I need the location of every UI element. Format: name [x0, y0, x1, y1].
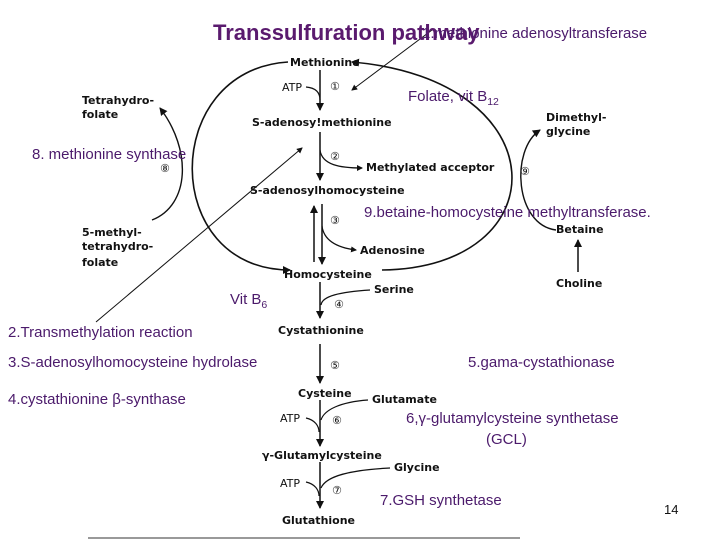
node-dimethylglycine-line1: Dimethyl- [546, 111, 607, 124]
methylated-acceptor-curve [319, 149, 363, 171]
label-enzyme6-line1: 6,γ-glutamylcysteine synthetase [406, 410, 619, 427]
label-enzyme6-line2: (GCL) [486, 431, 527, 448]
methionine-cycle-outer-arc [191, 61, 291, 274]
step-9-marker: ⑨ [520, 165, 530, 178]
node-adenosine: Adenosine [360, 244, 425, 257]
glutamate-curve [320, 399, 369, 421]
node-5-methyl-thf-line1: 5-methyl- [82, 226, 142, 239]
node-dimethylglycine-line2: glycine [546, 125, 591, 138]
label-enzyme4: 4.cystathionine β-synthase [8, 391, 186, 408]
node-atp-1: ATP [282, 81, 303, 94]
node-methylated-acceptor: Methylated acceptor [366, 161, 495, 174]
atp3-curve [305, 481, 320, 497]
step-6-marker: ⑥ [332, 414, 342, 427]
node-methionine: Methionine [290, 56, 360, 69]
node-tetrahydrofolate-line1: Tetrahydro- [82, 94, 155, 107]
label-enzyme2: 2.Transmethylation reaction [8, 324, 193, 341]
atp1-curve [305, 86, 321, 101]
label-vitb6: Vit B6 [230, 291, 268, 311]
step-4-marker: ④ [334, 298, 344, 311]
step-1-marker: ① [330, 80, 340, 93]
step-5-marker: ⑤ [330, 359, 340, 372]
adenosine-curve [321, 225, 357, 253]
label-enzyme3: 3.S-adenosylhomocysteine hydrolase [8, 354, 258, 371]
node-homocysteine: Homocysteine [284, 268, 372, 281]
node-choline: Choline [556, 277, 603, 290]
node-tetrahydrofolate-line2: folate [82, 108, 119, 121]
node-serine: Serine [374, 283, 414, 296]
slide-title: Transsulfuration pathway [213, 20, 480, 45]
node-glycine: Glycine [394, 461, 440, 474]
label-enzyme7: 7.GSH synthetase [380, 492, 502, 509]
glycine-curve [320, 467, 391, 489]
folate-loop [151, 107, 184, 221]
label-enzyme1: 1.methionine adenosyltransferase [422, 25, 648, 42]
node-atp-3: ATP [280, 477, 301, 490]
label-enzyme5: 5.gama-cystathionase [468, 354, 615, 371]
label-enzyme8: 8. methionine synthase [32, 146, 187, 163]
methionine-cycle-right-arc [351, 58, 513, 271]
node-glutamate: Glutamate [372, 393, 437, 406]
atp2-curve [305, 417, 320, 433]
node-s-adenosylhomocysteine: S-adenosylhomocysteine [250, 184, 405, 197]
node-gamma-glutamylcysteine: γ-Glutamylcysteine [262, 449, 382, 462]
node-betaine: Betaine [556, 223, 604, 236]
serine-curve [320, 289, 371, 306]
step-7-marker: ⑦ [332, 484, 342, 497]
page-number: 14 [664, 502, 679, 517]
label-enzyme9: 9.betaine-homocysteine methyltransferase… [364, 204, 651, 221]
betaine-loop [520, 129, 557, 231]
node-cysteine: Cysteine [298, 387, 352, 400]
step-2-marker: ② [330, 150, 340, 163]
step-3-marker: ③ [330, 214, 340, 227]
pointer-enzyme1 [351, 29, 433, 91]
node-5-methyl-thf-line3: folate [82, 256, 119, 269]
step-8-marker: ⑧ [160, 162, 170, 175]
pointer-enzyme2 [95, 147, 303, 323]
node-s-adenosylmethionine: S-adenosy!methionine [252, 116, 392, 129]
node-glutathione: Glutathione [282, 514, 356, 527]
node-atp-2: ATP [280, 412, 301, 425]
label-folate-vitb12: Folate, vit B12 [408, 88, 499, 108]
node-cystathionine: Cystathionine [278, 324, 364, 337]
node-5-methyl-thf-line2: tetrahydro- [82, 240, 154, 253]
